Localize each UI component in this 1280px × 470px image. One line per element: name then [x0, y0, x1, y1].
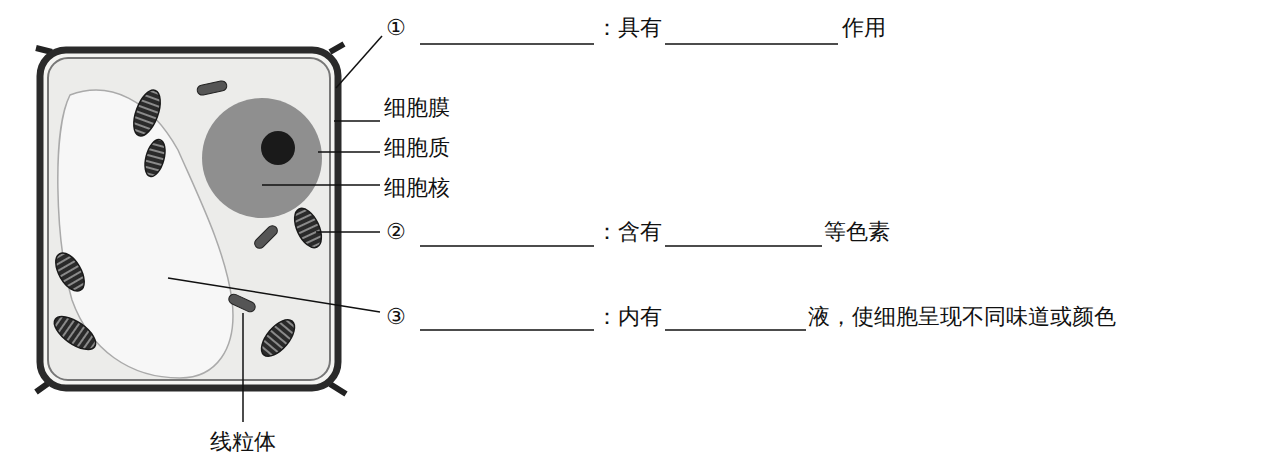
part-name: 线粒体 — [210, 428, 276, 456]
mitochondria — [196, 80, 279, 313]
part-name: 细胞核 — [384, 174, 450, 202]
callout-number: ② — [386, 218, 406, 246]
chloroplasts — [49, 87, 327, 362]
question-text: ：含有 — [596, 218, 662, 246]
question-text: 等色素 — [824, 218, 890, 246]
question-text: ：具有 — [596, 14, 662, 42]
question-text: 作用 — [842, 14, 886, 42]
question-text: ：内有 — [596, 303, 662, 331]
question-text: 液，使细胞呈现不同味道或颜色 — [808, 303, 1116, 331]
part-name: 细胞质 — [384, 134, 450, 162]
part-name: 细胞膜 — [384, 94, 450, 122]
nucleolus — [261, 131, 295, 165]
leader-lines — [168, 36, 382, 422]
callout-number: ① — [386, 14, 406, 42]
answer-blanks — [420, 44, 838, 330]
callout-number: ③ — [386, 303, 406, 331]
nucleus — [202, 98, 322, 218]
cell-wall — [36, 44, 346, 394]
